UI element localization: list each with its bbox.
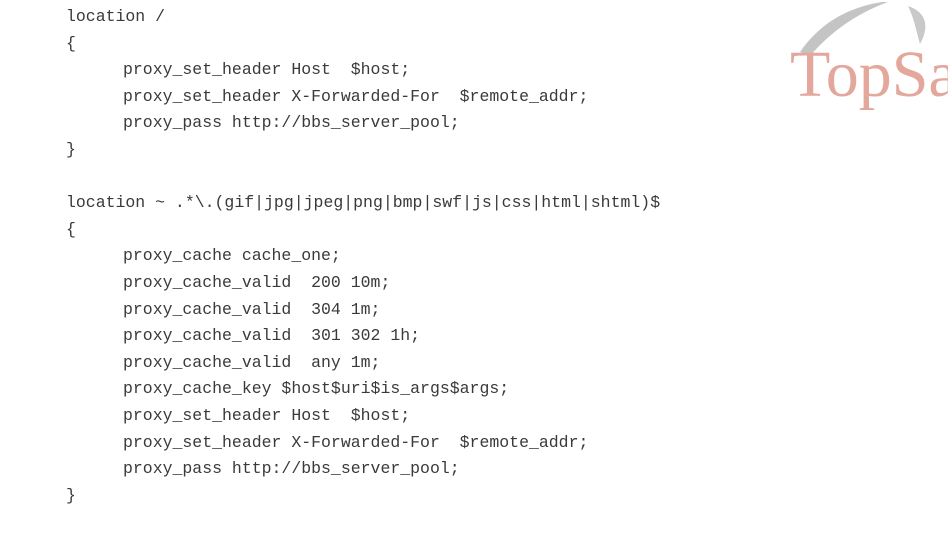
code-line: } xyxy=(66,485,76,505)
code-line: proxy_set_header Host $host; xyxy=(123,405,411,425)
watermark-text: TopSa xyxy=(790,38,948,111)
code-line: proxy_cache_valid 200 10m; xyxy=(123,272,391,292)
code-line: proxy_pass http://bbs_server_pool; xyxy=(123,113,460,133)
code-line: proxy_set_header Host $host; xyxy=(123,60,411,80)
code-line: proxy_cache cache_one; xyxy=(123,246,341,266)
code-line: proxy_cache_key $host$uri$is_args$args; xyxy=(123,379,510,399)
code-line: proxy_cache_valid 304 1m; xyxy=(123,299,381,319)
topsage-logo-swoosh-icon xyxy=(800,2,926,56)
code-line: proxy_pass http://bbs_server_pool; xyxy=(123,459,460,479)
watermark-logo: TopSa xyxy=(758,0,948,130)
code-line: { xyxy=(66,33,76,53)
code-line: { xyxy=(66,219,76,239)
code-line: } xyxy=(66,139,76,159)
code-line: location / xyxy=(66,7,166,26)
code-line: proxy_cache_valid any 1m; xyxy=(123,352,381,372)
code-line: location ~ .*\.(gif|jpg|jpeg|png|bmp|swf… xyxy=(66,193,661,213)
code-line-blank xyxy=(66,164,660,191)
code-line: proxy_set_header X-Forwarded-For $remote… xyxy=(123,432,589,452)
code-line: proxy_cache_valid 301 302 1h; xyxy=(123,326,421,346)
code-block: location / { proxy_set_header Host $host… xyxy=(66,4,660,509)
code-line: proxy_set_header X-Forwarded-For $remote… xyxy=(123,86,589,106)
